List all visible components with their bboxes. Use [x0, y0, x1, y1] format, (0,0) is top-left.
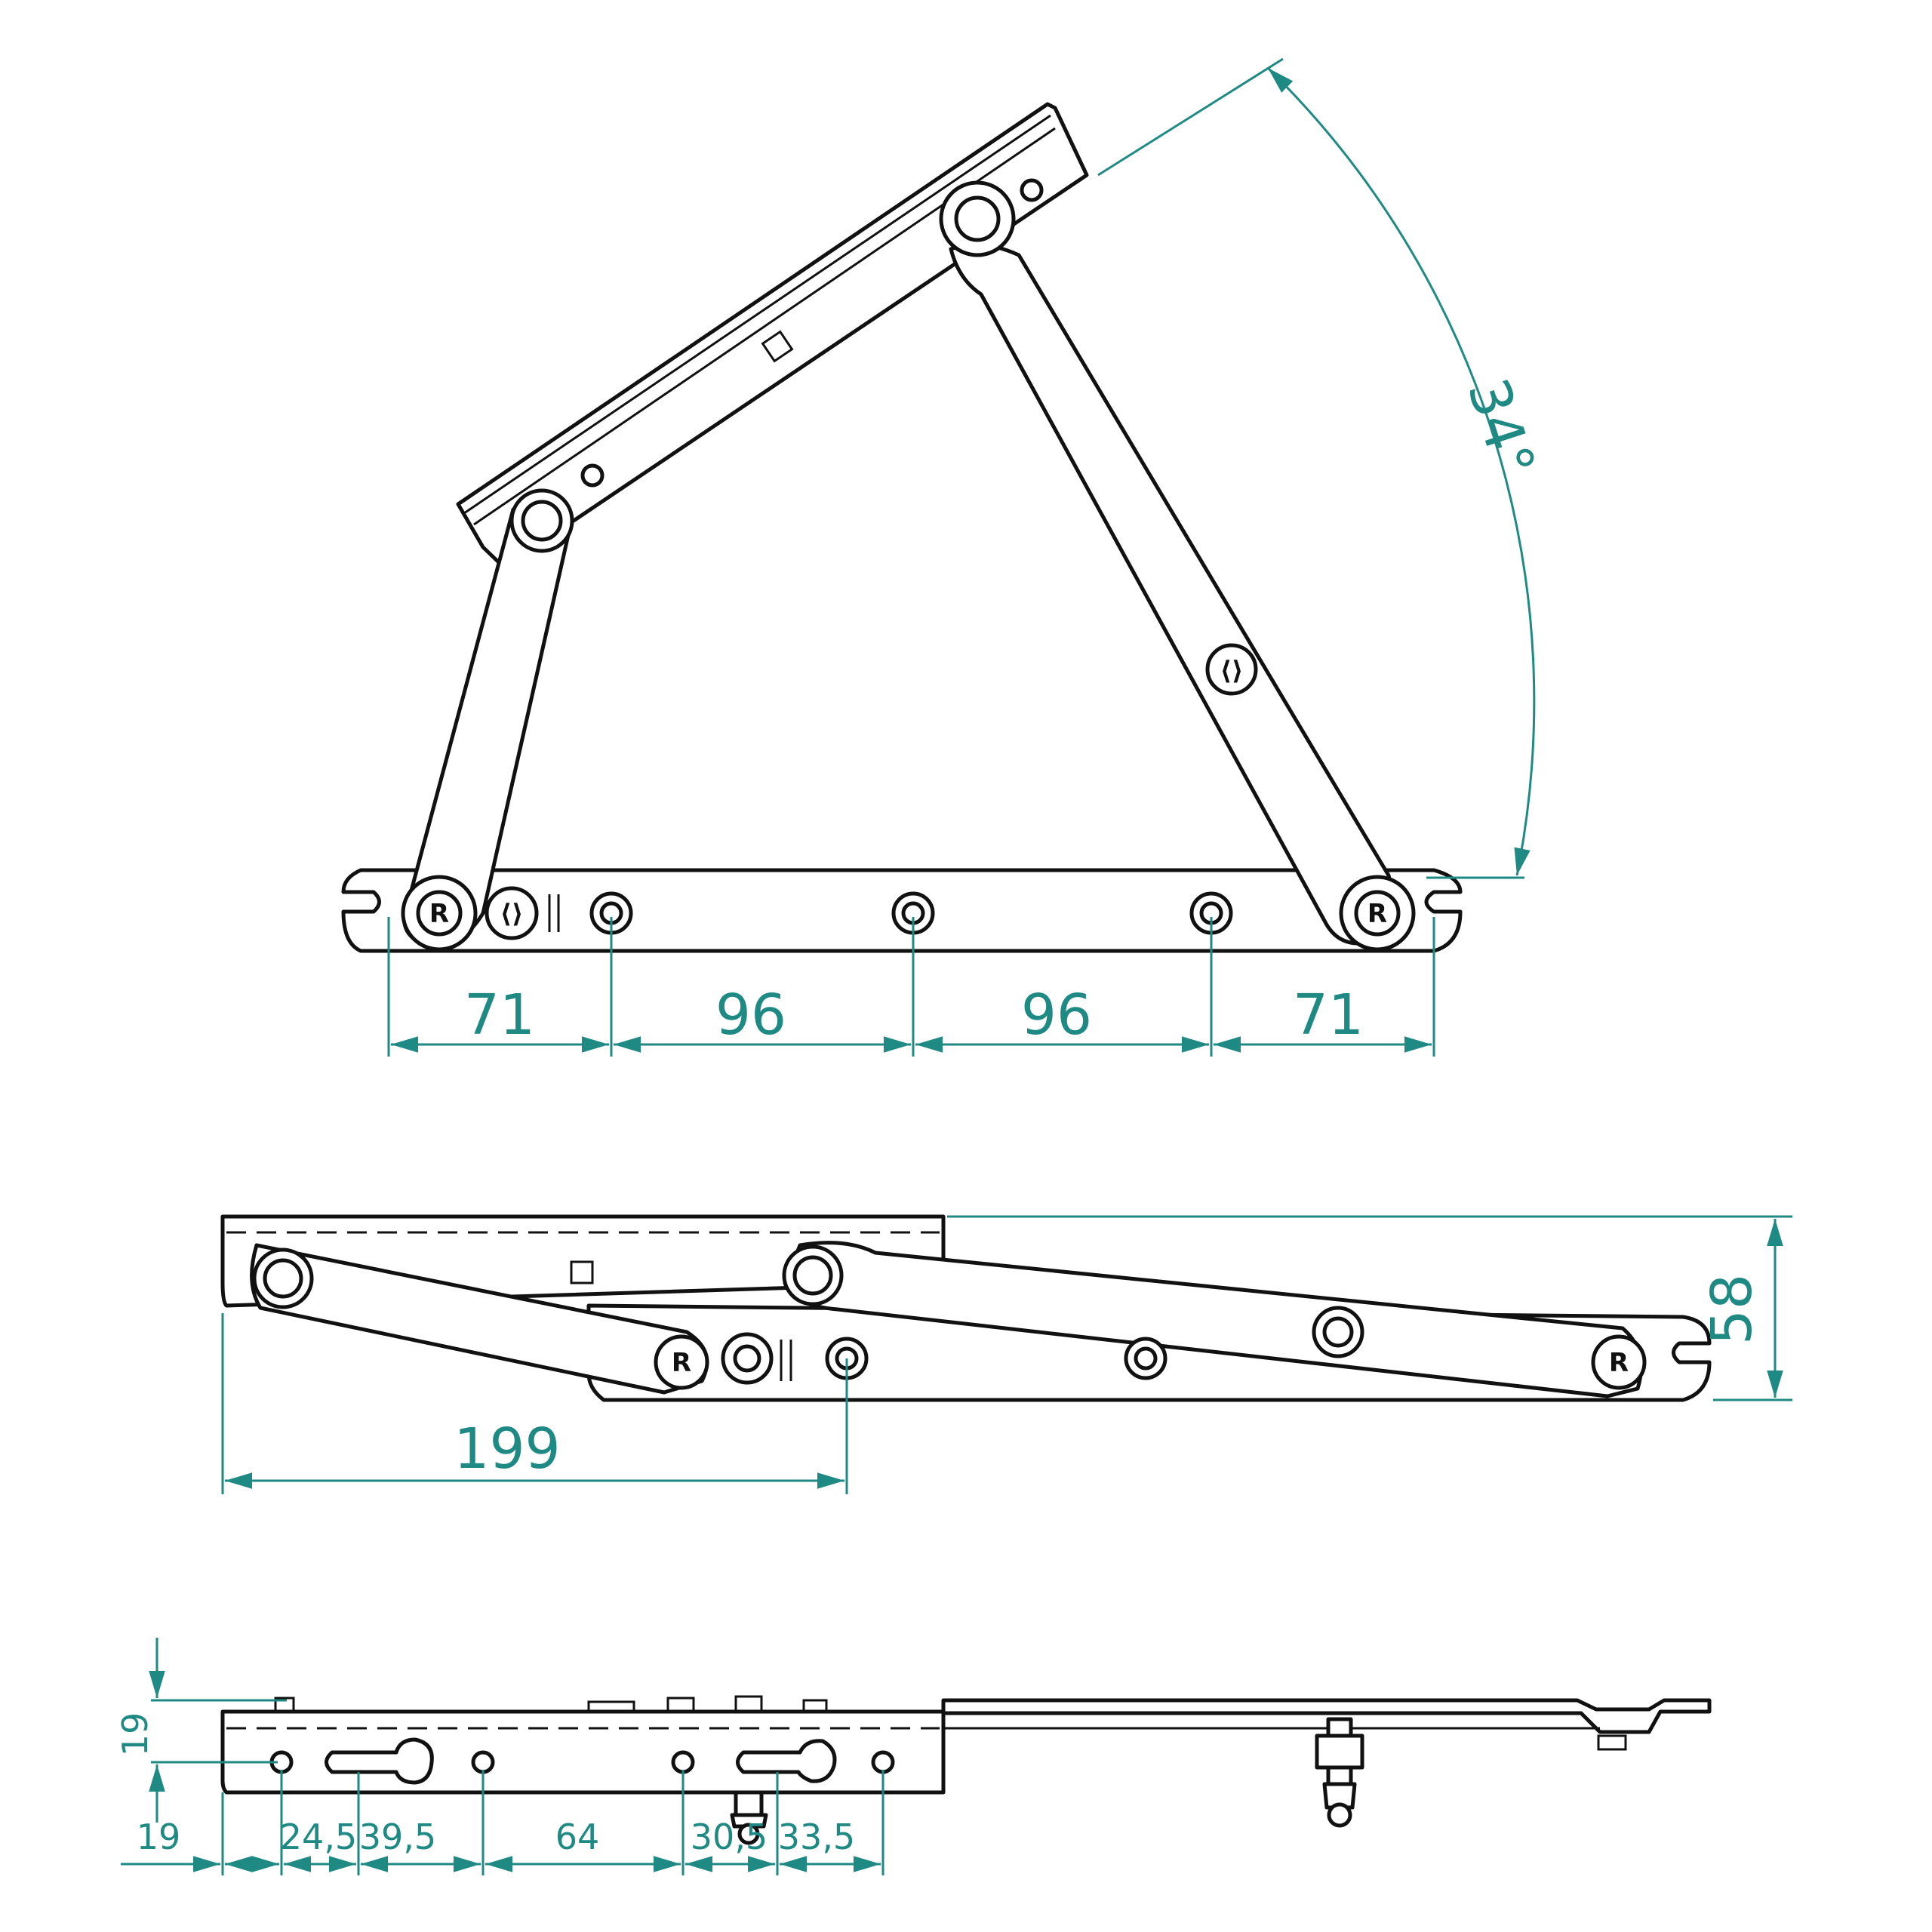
- angle-dimension: 34°: [1097, 57, 1547, 879]
- long-arm: [949, 242, 1395, 946]
- long-strip: [941, 1698, 1712, 1734]
- height-label: 58: [1700, 1274, 1764, 1345]
- pivot-left: R: [654, 1334, 709, 1390]
- horizontal-dimensions: 19 24,5 39,5 64 30,5 33,5: [121, 1770, 884, 1875]
- offset-left-label: 19: [137, 1817, 181, 1857]
- adjust-cam: [485, 886, 539, 940]
- pivot-right: R: [1339, 875, 1416, 952]
- adjustment-screw: [1205, 643, 1258, 696]
- spacing-dimensions: 71 96 96 71: [387, 917, 1435, 1057]
- spacing-label: 30,5: [691, 1817, 768, 1857]
- spacing-label: 96: [1021, 983, 1092, 1048]
- height-top-label: 19: [115, 1712, 155, 1757]
- spacing-label: 64: [555, 1817, 600, 1857]
- height-dimension: 58: [947, 1215, 1792, 1401]
- spacing-label: 71: [1293, 983, 1364, 1048]
- svg-text:⟨⟩: ⟨⟩: [500, 899, 523, 929]
- spacing-label: 33,5: [778, 1817, 855, 1857]
- bolt-left: [730, 1790, 768, 1845]
- top-view: ⟨⟩ R R ⟨⟩ 34°: [341, 57, 1547, 1057]
- pivot-mark: R: [1609, 1348, 1629, 1378]
- vertical-dimensions: 19: [115, 1638, 287, 1823]
- pivot-left: R: [401, 875, 478, 952]
- length-dimension: 199: [221, 1313, 848, 1494]
- pivot-mark: R: [429, 899, 449, 929]
- bottom-view: 19 19 24,5 39,5 64 30,5 33,5: [115, 1638, 1712, 1875]
- spacing-label: 39,5: [359, 1817, 436, 1857]
- length-label: 199: [454, 1417, 560, 1481]
- angle-label: 34°: [1455, 371, 1547, 485]
- pivot-mark: R: [672, 1348, 691, 1378]
- spacing-label: 24,5: [280, 1817, 357, 1857]
- bolt-right: [1315, 1717, 1364, 1828]
- slots-and-holes: [269, 1737, 895, 1785]
- pivot-right: R: [1591, 1334, 1647, 1390]
- side-view: R R 199 58: [220, 1214, 1792, 1494]
- svg-text:⟨⟩: ⟨⟩: [1220, 656, 1243, 686]
- spacing-label: 96: [715, 983, 786, 1048]
- spacing-label: 71: [464, 983, 535, 1048]
- pivot-mark: R: [1367, 899, 1387, 929]
